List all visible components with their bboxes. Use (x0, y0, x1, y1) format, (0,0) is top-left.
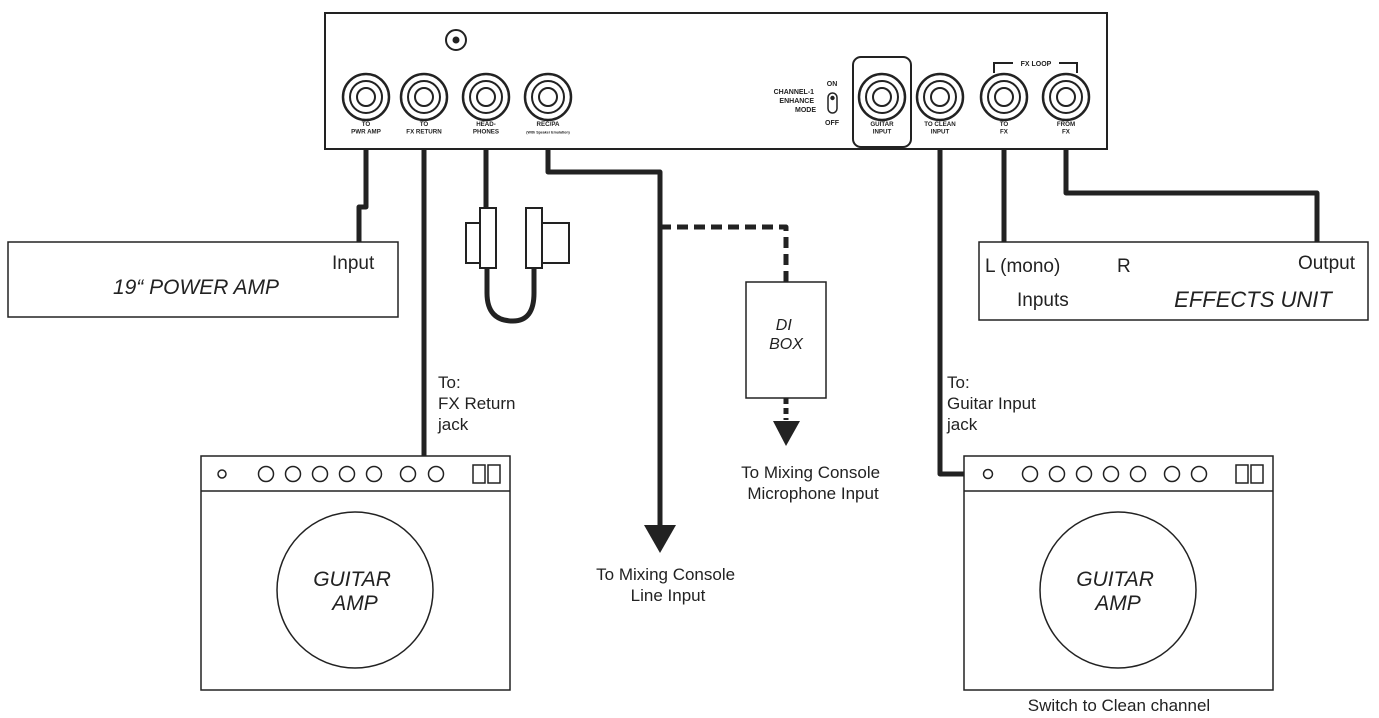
jack-to-pwr-amp-label-line-2: PWR AMP (351, 129, 381, 136)
headphone-cable-loop (484, 268, 537, 324)
svg-text:GUITAR AMP: GUITAR AMP (1076, 568, 1160, 615)
guitar-input-frame (852, 56, 912, 148)
headphone-plug (465, 207, 570, 269)
guitar-amp-right: GUITAR AMP (963, 455, 1274, 691)
amp-switch-icon (1250, 464, 1264, 484)
enhance-on-label: ON (827, 81, 838, 88)
annotation-fx-return-target: To: FX Return jack (437, 373, 520, 434)
jack-rec-pa-label-line-1: REC/PA (537, 121, 560, 128)
annotation-guitar-input-target: To: Guitar Input jack (946, 373, 1041, 434)
fx-loop-bracket: FX LOOP (993, 61, 1078, 73)
power-amp-input-label: Input (332, 253, 375, 274)
amp-label-line-1: GUITAR (1076, 568, 1154, 591)
di-box-label-line-2: BOX (769, 336, 804, 353)
annotation-mixing-line-1: To Mixing Console (596, 565, 735, 584)
enhance-off-label: OFF (825, 120, 840, 127)
effects-l-mono-label: L (mono) (985, 256, 1060, 277)
jack-guitar-input-label-line-1: GUITAR (870, 121, 894, 128)
jack-rec-pa[interactable]: REC/PA (With Speaker Emulation) (523, 72, 573, 135)
arrow-mic-input (773, 421, 800, 446)
effects-unit: L (mono) R Output Inputs EFFECTS UNIT (978, 241, 1369, 321)
annotation-mixing-line-2: Line Input (631, 586, 706, 605)
annotation-mixing-mic-line-2: Microphone Input (747, 484, 879, 503)
power-amp-name: 19“ POWER AMP (113, 276, 279, 299)
jack-to-clean-input-label-line-1: TO CLEAN (924, 121, 956, 128)
amp-input-jack-icon (217, 469, 227, 479)
annotation-mixing-mic-input: To Mixing Console Microphone Input (741, 463, 885, 503)
svg-text:GUITAR AMP: GUITAR AMP (313, 568, 397, 615)
amp-switch-icon (487, 464, 501, 484)
power-amp-19in: Input 19“ POWER AMP (7, 241, 399, 318)
jack-to-pwr-amp-label-line-1: TO (362, 121, 371, 128)
enhance-mode-label-line-1: CHANNEL-1 (774, 89, 815, 96)
jack-to-fx-return-label-line-1: TO (420, 121, 429, 128)
speaker-cone (1039, 511, 1197, 669)
ground-screw-icon (445, 29, 467, 51)
jack-from-fx-label-line-1: FROM (1057, 121, 1075, 128)
arrow-line-input (644, 525, 676, 553)
jack-from-fx-label-line-2: FX (1062, 129, 1071, 136)
fx-loop-label: FX LOOP (1021, 61, 1052, 68)
annotation-guitar-input-line-1: To: (947, 373, 970, 392)
annotation-clean-channel: Switch to Clean channel (1028, 696, 1210, 715)
guitar-amp-left: GUITAR AMP (200, 455, 511, 691)
enhance-mode-label-line-2: ENHANCE (779, 98, 814, 105)
amp-label-line-2: AMP (1093, 592, 1141, 615)
jack-rec-pa-label-line-2: (With Speaker Emulation) (526, 131, 570, 135)
enhance-mode-label-line-3: MODE (795, 107, 816, 114)
jack-to-clean-input-label-line-2: INPUT (931, 129, 950, 136)
annotation-guitar-input-line-2: Guitar Input (947, 394, 1036, 413)
control-knobs (1021, 465, 1208, 483)
jack-headphones[interactable]: HEAD-PHONES (461, 72, 511, 136)
annotation-fx-return-line-3: jack (437, 415, 469, 434)
speaker-cone (276, 511, 434, 669)
control-knobs (257, 465, 445, 483)
di-box-label-line-1: DI (776, 317, 793, 334)
jack-headphones-label-line-2: PHONES (473, 129, 499, 136)
enhance-mode-label: CHANNEL-1 ENHANCE MODE (774, 89, 817, 114)
amp-label-line-1: GUITAR (313, 568, 391, 591)
annotation-mixing-mic-line-1: To Mixing Console (741, 463, 880, 482)
annotation-fx-return-line-1: To: (438, 373, 461, 392)
effects-unit-name: EFFECTS UNIT (1174, 287, 1333, 312)
di-box: DI BOX (745, 281, 827, 399)
jack-to-fx-label-line-1: TO (1000, 121, 1009, 128)
amp-switch-icon (472, 464, 486, 484)
annotation-fx-return-line-2: FX Return (438, 394, 515, 413)
amp-switch-icon (1235, 464, 1249, 484)
jack-to-fx-return-label-line-2: FX RETURN (406, 129, 442, 136)
annotation-guitar-input-line-3: jack (946, 415, 978, 434)
effects-r-label: R (1117, 256, 1131, 277)
enhance-mode-switch[interactable] (827, 92, 838, 114)
cable-rec-pa (545, 97, 663, 530)
effects-output-label: Output (1298, 253, 1356, 274)
svg-text:DI BOX: DI BOX (769, 317, 804, 353)
cable-power-amp (356, 97, 369, 242)
amp-label-line-2: AMP (330, 592, 378, 615)
jack-headphones-label-line-1: HEAD- (476, 121, 496, 128)
effects-inputs-label: Inputs (1017, 290, 1069, 311)
jack-guitar-input-label-line-2: INPUT (873, 129, 892, 136)
amp-input-jack-icon (982, 468, 994, 480)
cable-di-split (660, 224, 789, 282)
headphone-plug-right (539, 222, 570, 264)
jack-to-fx-label-line-2: FX (1000, 129, 1009, 136)
annotation-mixing-line-input: To Mixing Console Line Input (596, 565, 740, 605)
